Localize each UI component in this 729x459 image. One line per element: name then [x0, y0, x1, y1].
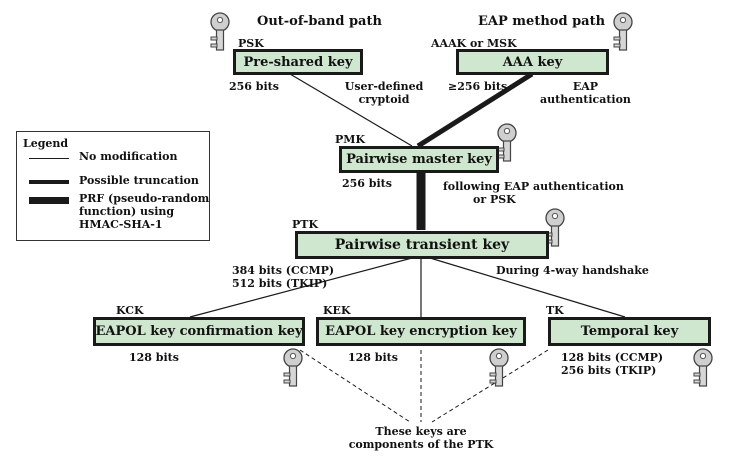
- legend-thick-line: [29, 197, 69, 204]
- following-line1: following EAP authentication: [443, 180, 624, 193]
- kek-bits: 128 bits: [348, 351, 398, 364]
- legend-thin-line: [29, 158, 69, 159]
- kck-bits: 128 bits: [129, 351, 179, 364]
- legend-no-modification: No modification: [79, 150, 178, 163]
- components-note: These keys are components of the PTK: [340, 425, 502, 451]
- ptk-bits: 384 bits (CCMP) 512 bits (TKIP): [232, 264, 334, 290]
- key-icon: [489, 348, 509, 387]
- user-defined-line2: cryptoid: [358, 93, 410, 106]
- pairwise-transient-key-box: Pairwise transient key: [295, 231, 549, 259]
- eapol-key-encryption-key-box: EAPOL key encryption key: [316, 317, 526, 346]
- eap-method-header: EAP method path: [478, 14, 606, 29]
- pmk-tag: PMK: [335, 133, 366, 146]
- components-line1: These keys are: [375, 425, 467, 438]
- ptk-tag: PTK: [292, 218, 319, 231]
- component-dashed-line-tk: [431, 349, 549, 423]
- key-icon: [210, 12, 230, 51]
- eapol-key-confirmation-key-box: EAPOL key confirmation key: [93, 317, 305, 346]
- component-dashed-line-kck: [299, 349, 411, 423]
- kek-tag: KEK: [323, 304, 351, 317]
- ptk-to-tk-line: [429, 257, 626, 318]
- user-defined-label: User-defined cryptoid: [344, 80, 424, 106]
- aaa-key-box: AAA key: [456, 49, 609, 75]
- out-of-band-header: Out-of-band path: [257, 14, 382, 29]
- temporal-key-box: Temporal key: [548, 317, 711, 346]
- tk-bits-line2: 256 bits (TKIP): [561, 364, 657, 377]
- legend-medium-line: [29, 180, 69, 184]
- key-icon: [497, 123, 517, 162]
- legend-prf-line3: HMAC-SHA-1: [79, 218, 163, 231]
- following-eap-label: following EAP authentication or PSK: [443, 180, 624, 206]
- user-defined-line1: User-defined: [344, 80, 424, 93]
- legend-possible-truncation: Possible truncation: [79, 174, 199, 187]
- tk-tag: TK: [546, 304, 564, 317]
- ptk-bits-line1: 384 bits (CCMP): [232, 264, 335, 277]
- kck-tag: KCK: [116, 304, 144, 317]
- legend-box: Legend No modification Possible truncati…: [16, 131, 210, 241]
- psk-bits: 256 bits: [229, 80, 279, 93]
- ptk-bits-line2: 512 bits (TKIP): [232, 277, 328, 290]
- legend-prf-line2: function) using: [79, 205, 175, 218]
- tk-bits: 128 bits (CCMP) 256 bits (TKIP): [561, 351, 663, 377]
- legend-title: Legend: [23, 137, 69, 150]
- ptk-to-kck-line: [189, 257, 413, 318]
- key-icon: [613, 12, 633, 51]
- key-icon: [283, 348, 303, 387]
- eap-authentication-label: EAP authentication: [538, 80, 633, 106]
- eap-auth-line1: EAP: [572, 80, 599, 93]
- legend-prf: PRF (pseudo-random function) using HMAC-…: [79, 192, 209, 231]
- psk-tag: PSK: [238, 37, 264, 50]
- handshake-label: During 4-way handshake: [496, 264, 649, 277]
- tk-bits-line1: 128 bits (CCMP): [561, 351, 664, 364]
- following-line2: or PSK: [473, 193, 516, 206]
- legend-prf-line1: PRF (pseudo-random: [79, 192, 210, 205]
- components-line2: components of the PTK: [348, 438, 494, 451]
- aaa-to-pmk-line: [416, 71, 534, 149]
- pre-shared-key-box: Pre-shared key: [233, 49, 363, 75]
- key-icon: [693, 348, 713, 387]
- pmk-bits: 256 bits: [342, 177, 392, 190]
- pairwise-master-key-box: Pairwise master key: [339, 146, 499, 173]
- eap-auth-line2: authentication: [540, 93, 631, 106]
- aaa-tag: AAAK or MSK: [431, 37, 517, 50]
- aaa-bits: ≥256 bits: [448, 80, 508, 93]
- psk-to-pmk-line: [289, 73, 413, 147]
